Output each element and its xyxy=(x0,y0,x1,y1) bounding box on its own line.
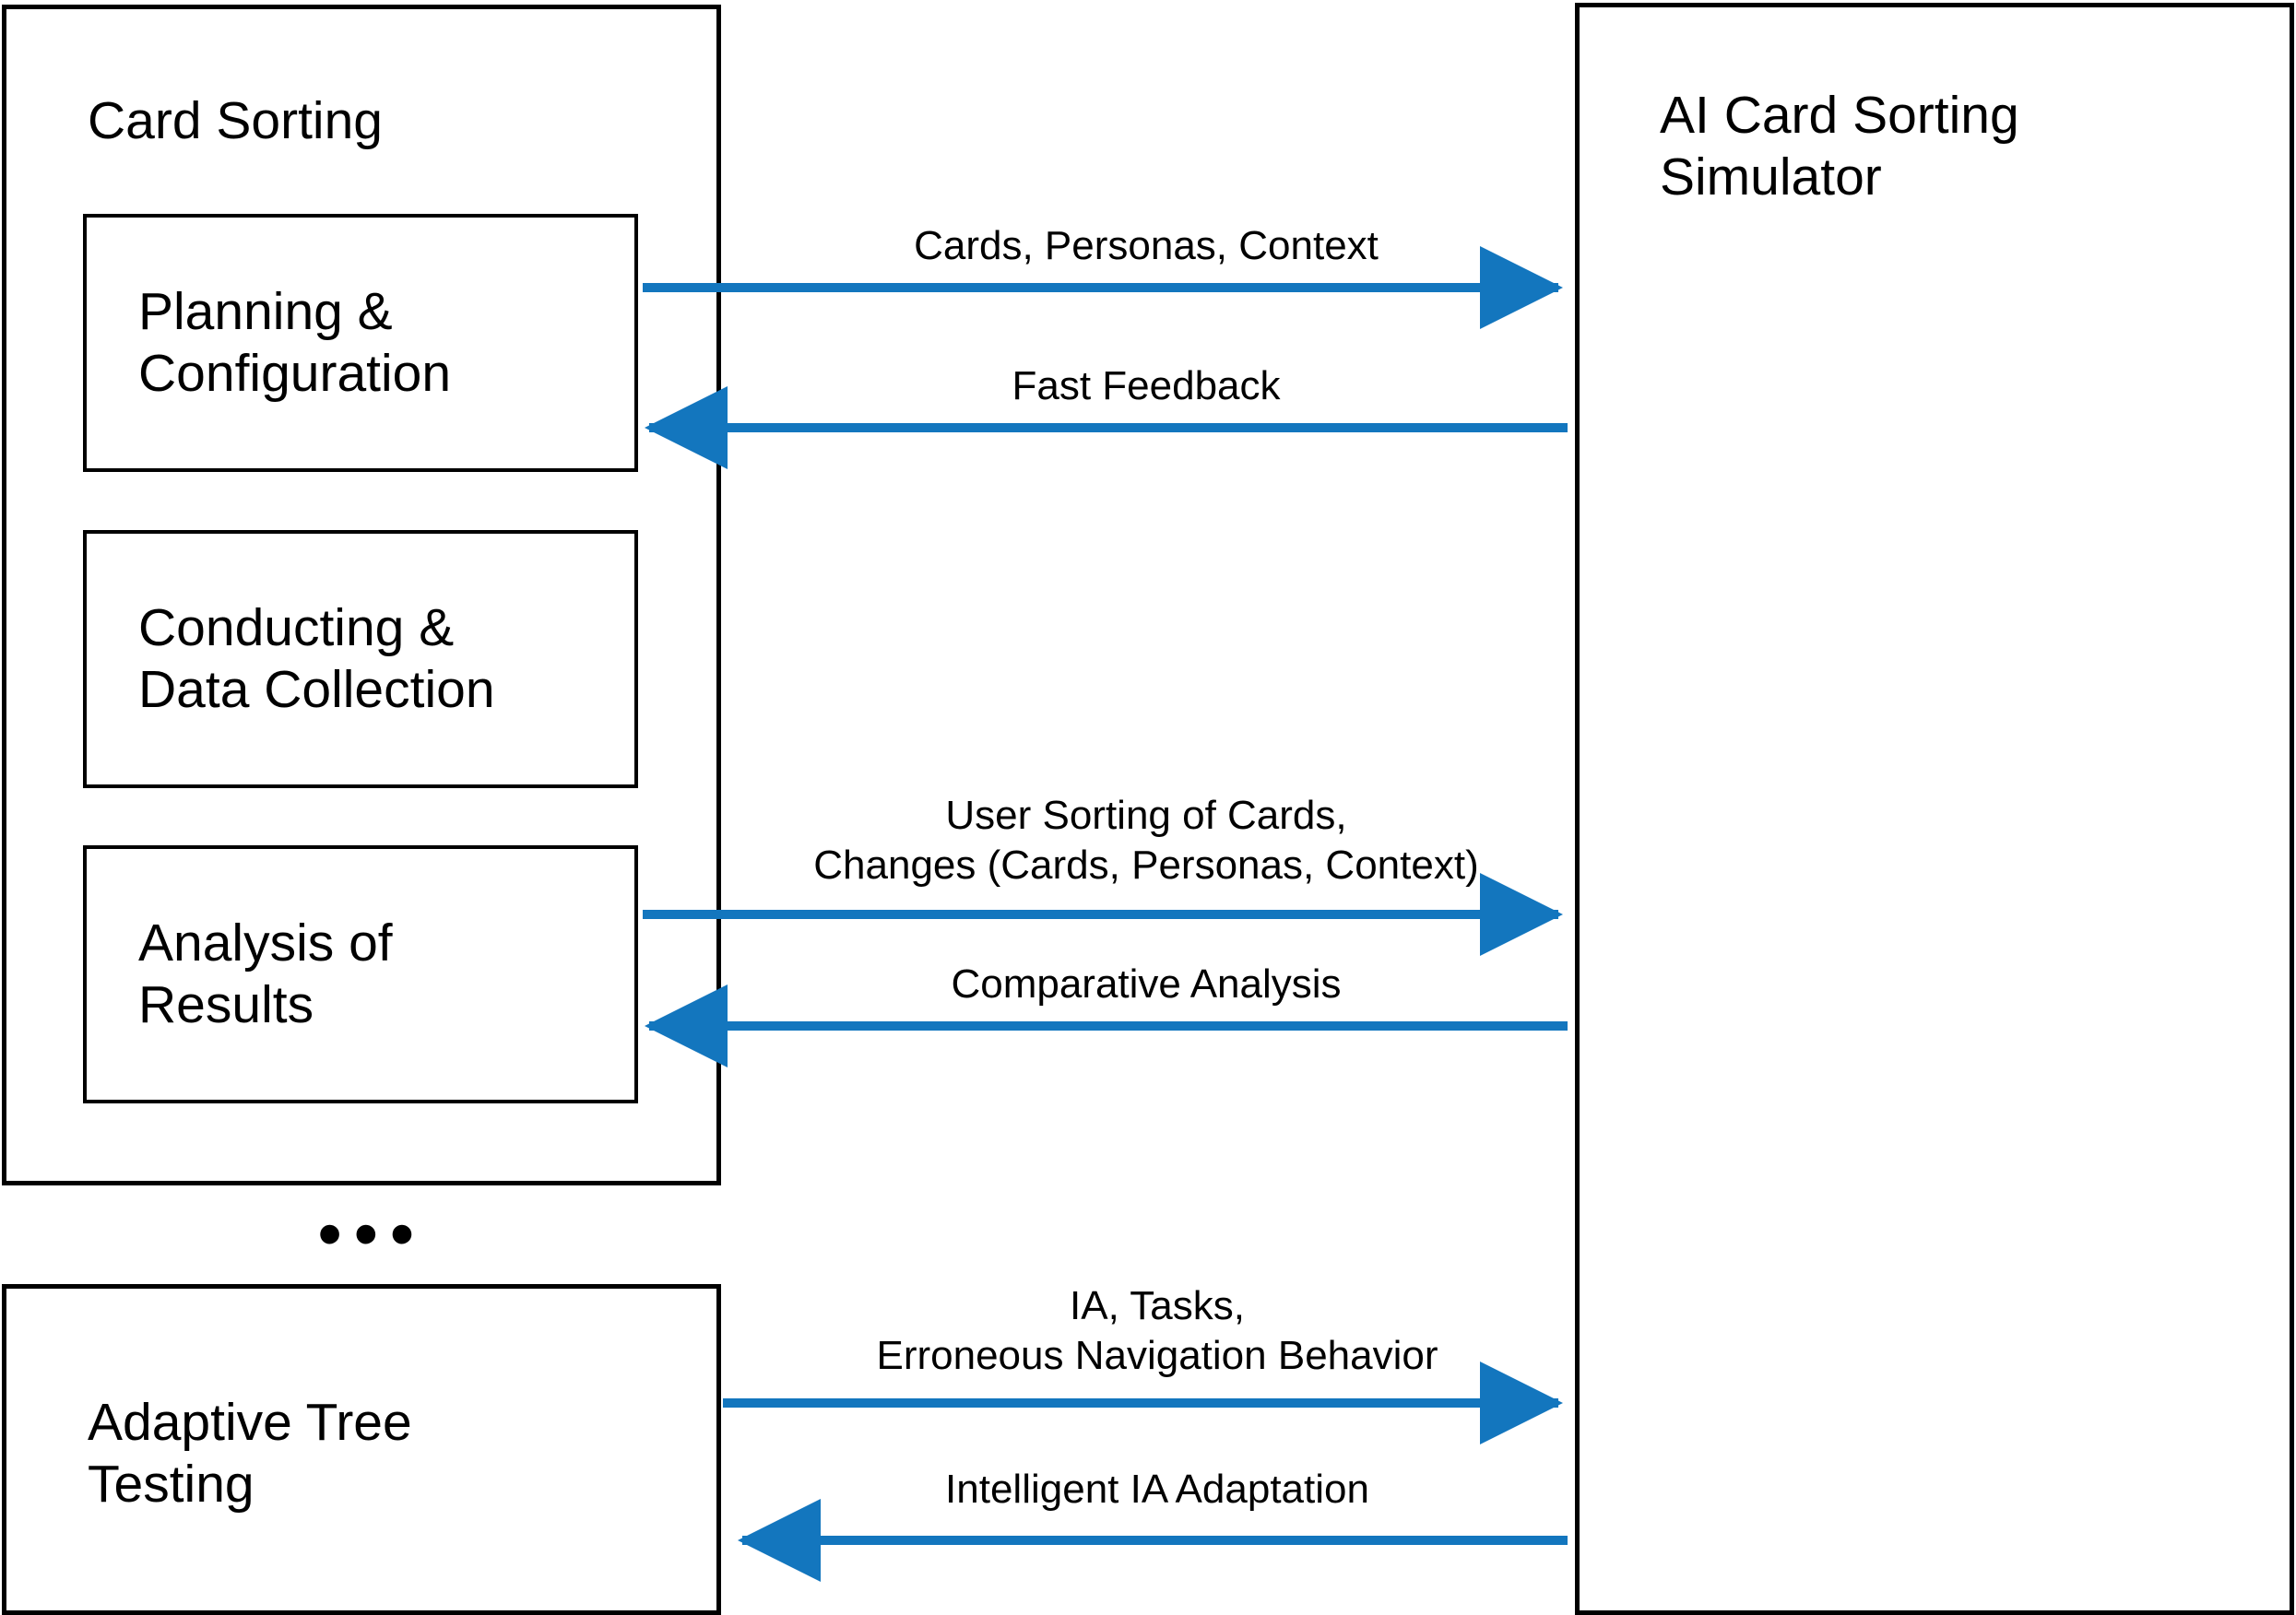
flow-label-intelligent-ia-adaptation: Intelligent IA Adaptation xyxy=(945,1467,1369,1512)
stage-box-conducting[interactable]: Conducting & Data Collection xyxy=(83,530,638,788)
flow-label-cards-personas-context: Cards, Personas, Context xyxy=(914,223,1379,268)
stage-box-planning[interactable]: Planning & Configuration xyxy=(83,214,638,472)
stage-box-analysis[interactable]: Analysis of Results xyxy=(83,845,638,1103)
ai-card-sorting-simulator-panel-title: AI Card Sorting Simulator xyxy=(1660,86,2019,207)
flow-label-user-sorting-changes: User Sorting of Cards, Changes (Cards, P… xyxy=(813,793,1479,888)
stage-box-conducting-label: Conducting & Data Collection xyxy=(138,597,495,719)
flow-label-comparative-analysis: Comparative Analysis xyxy=(951,961,1342,1007)
ai-card-sorting-simulator-panel xyxy=(1575,3,2294,1615)
flow-label-ia-tasks-navigation: IA, Tasks, Erroneous Navigation Behavior xyxy=(876,1283,1438,1378)
adaptive-tree-testing-panel xyxy=(2,1284,721,1615)
card-sorting-panel-title: Card Sorting xyxy=(88,91,383,150)
ellipsis-separator: ••• xyxy=(318,1197,427,1271)
adaptive-tree-testing-panel-title: Adaptive Tree Testing xyxy=(88,1393,412,1515)
flow-label-fast-feedback: Fast Feedback xyxy=(1012,363,1281,408)
stage-box-analysis-label: Analysis of Results xyxy=(138,913,393,1034)
stage-box-planning-label: Planning & Configuration xyxy=(138,281,452,403)
